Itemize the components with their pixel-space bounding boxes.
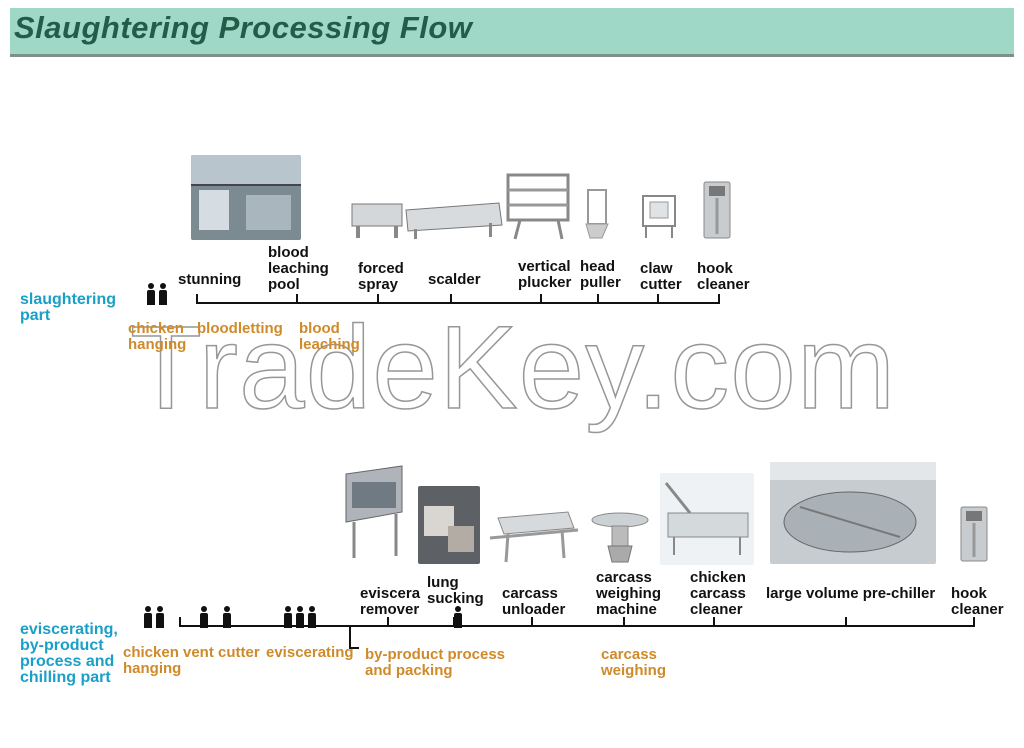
section-label-eviscerating: eviscerating, by-product process and chi… (20, 621, 118, 686)
workers-icon (199, 606, 231, 628)
station-scalder: scalder (428, 271, 481, 288)
pre-chiller-photo (770, 462, 936, 564)
station-chicken-carcass-cleaner: chicken carcass cleaner (690, 569, 746, 618)
hook-cleaner-photo (703, 181, 731, 239)
tick (973, 617, 975, 625)
workers-icon (143, 606, 164, 628)
tick (296, 294, 298, 302)
carcass-unloader-photo (489, 511, 579, 563)
tick (713, 617, 715, 625)
workers-icon (146, 283, 167, 305)
station-head-puller: head puller (580, 258, 621, 291)
manual-chicken-hanging: chicken hanging (128, 320, 187, 353)
bottom-process-line (179, 625, 975, 627)
station-lung-sucking: lung sucking (427, 574, 484, 607)
station-blood-leaching-pool: blood leaching pool (268, 244, 329, 293)
station-forced-spray: forced spray (358, 260, 404, 293)
station-large-volume-pre-chiller: large volume pre-chiller (766, 585, 936, 602)
manual-chicken-hanging-2: chicken hanging (123, 644, 182, 677)
station-hook-cleaner-2: hook cleaner (951, 585, 1004, 618)
tick (450, 294, 452, 302)
banner-underline (10, 54, 1014, 57)
workers-icon (283, 606, 316, 628)
manual-by-product-process: by-product process and packing (365, 646, 506, 679)
tick (531, 617, 533, 625)
eviscera-remover-photo (345, 465, 403, 558)
station-claw-cutter: claw cutter (640, 260, 682, 293)
title-banner (10, 8, 1014, 54)
manual-eviscerating: eviscerating (266, 644, 354, 661)
vertical-plucker-photo (506, 173, 570, 240)
manual-blood-leaching: blood leaching (299, 320, 360, 353)
section-label-slaughtering: slaughtering part (20, 291, 117, 324)
worker-icon (453, 606, 462, 628)
tick (196, 294, 198, 302)
top-process-line (196, 302, 720, 304)
scalder-photo (405, 202, 503, 239)
tick (845, 617, 847, 625)
head-puller-photo (585, 189, 609, 239)
tick (597, 294, 599, 302)
manual-bloodletting: bloodletting (197, 320, 283, 337)
claw-cutter-photo (642, 195, 676, 238)
manual-vent-cutter: vent cutter (183, 644, 260, 661)
chicken-carcass-cleaner-photo (660, 473, 754, 565)
tick (540, 294, 542, 302)
tick (623, 617, 625, 625)
byproduct-branch-line (349, 647, 359, 649)
station-stunning: stunning (178, 271, 242, 288)
hook-cleaner-photo (960, 506, 988, 562)
station-carcass-weighing-machine: carcass weighing machine (596, 569, 661, 618)
station-carcass-unloader: carcass unloader (502, 585, 566, 618)
carcass-weighing-machine-photo (591, 512, 649, 563)
station-eviscera-remover: eviscera remover (360, 585, 421, 618)
tick (718, 294, 720, 302)
station-hook-cleaner: hook cleaner (697, 260, 750, 293)
page-title: Slaughtering Processing Flow (14, 10, 473, 45)
lung-sucking-photo (418, 486, 480, 564)
tick (179, 617, 181, 625)
tick (387, 617, 389, 625)
tick (657, 294, 659, 302)
manual-carcass-weighing: carcass weighing (601, 646, 666, 679)
forced-spray-photo (351, 203, 403, 238)
stunning-photo (191, 155, 301, 240)
byproduct-branch-line (349, 625, 351, 649)
tick (377, 294, 379, 302)
station-vertical-plucker: vertical plucker (518, 258, 572, 291)
